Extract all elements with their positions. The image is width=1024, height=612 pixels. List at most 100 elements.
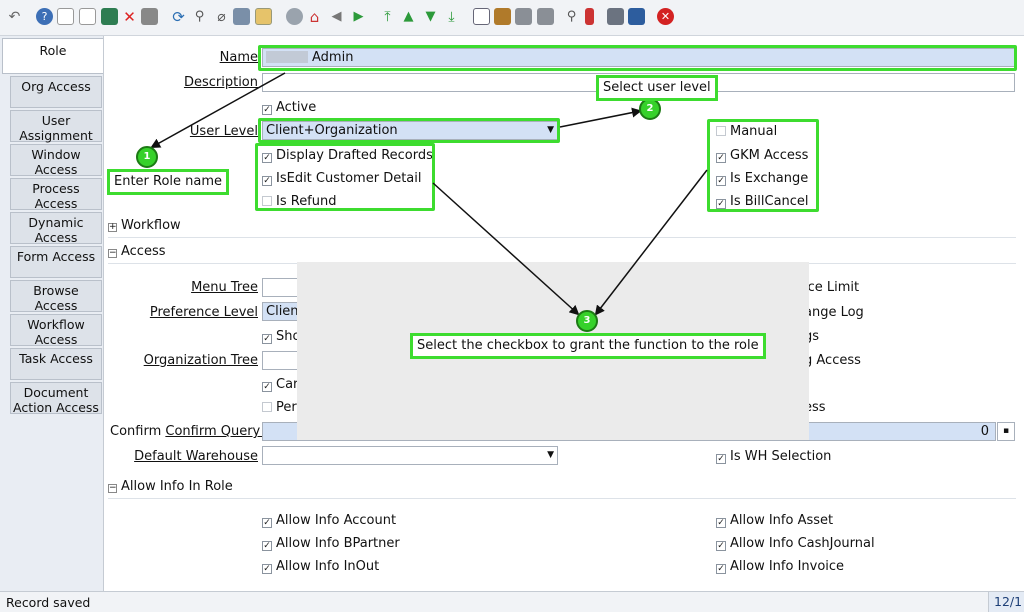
allow-info-account-checkbox[interactable]: ✓Allow Info Account [262, 513, 397, 528]
step-badge-2: 2 [639, 98, 661, 120]
tab-browse-access[interactable]: Browse Access [10, 280, 102, 313]
help-icon[interactable]: ? [36, 8, 53, 25]
checkmark-icon: ✓ [262, 176, 272, 186]
delete-icon[interactable]: ✕ [123, 7, 136, 26]
callout-select-checkbox: Select the checkbox to grant the functio… [410, 333, 766, 359]
process-icon[interactable] [607, 8, 624, 25]
checkmark-icon: ✓ [716, 153, 726, 163]
save-icon[interactable] [101, 8, 118, 25]
toolbar: ↶ ? ✕ ⟳ ⚲ ⌀ ⌂ ◀ ▶ ⤒ ▲ ▼ ⤓ ⚲ ✕ [0, 0, 1024, 36]
user-level-select[interactable]: Client+Organization▼ [262, 121, 558, 140]
status-message: Record saved [6, 595, 91, 610]
checkmark-icon: ✓ [716, 454, 726, 464]
copy-record-icon[interactable] [79, 8, 96, 25]
checkmark-icon: ✓ [262, 153, 272, 163]
collapse-icon: − [108, 248, 117, 258]
tab-dynamic-access[interactable]: Dynamic Access [10, 212, 102, 245]
log-access-label: g Access [804, 353, 861, 368]
allow-info-bpartner-checkbox[interactable]: ✓Allow Info BPartner [262, 536, 400, 551]
is-wh-selection-checkbox[interactable]: ✓Is WH Selection [716, 449, 832, 464]
allow-info-section-header[interactable]: −Allow Info In Role [108, 477, 1016, 499]
show-checkbox[interactable]: ✓Sho [262, 329, 301, 344]
default-warehouse-label: Default Warehouse [134, 449, 258, 464]
zoom-across-icon[interactable]: ⚲ [566, 9, 577, 24]
name-field[interactable]: Admin [262, 48, 1015, 67]
default-warehouse-select[interactable]: ▼ [262, 446, 558, 465]
tab-window-access[interactable]: Window Access [10, 144, 102, 177]
close-window-icon[interactable]: ✕ [657, 8, 674, 25]
tab-user-assignment[interactable]: User Assignment [10, 110, 102, 143]
tab-workflow-access[interactable]: Workflow Access [10, 314, 102, 347]
collapse-icon: − [108, 483, 117, 493]
workflow-section-header[interactable]: +Workflow [108, 216, 1016, 238]
status-bar: Record saved 12/1 [0, 591, 1024, 612]
tab-document-action-access[interactable]: Document Action Access [10, 382, 102, 415]
isedit-customer-checkbox[interactable]: ✓IsEdit Customer Detail [262, 171, 422, 186]
home-icon[interactable]: ⌂ [309, 7, 320, 26]
redacted-block [266, 51, 308, 63]
print-preview-icon[interactable] [141, 8, 158, 25]
tab-org-access[interactable]: Org Access [10, 76, 102, 108]
refresh-icon[interactable]: ⟳ [172, 7, 185, 26]
allow-info-asset-checkbox[interactable]: ✓Allow Info Asset [716, 513, 834, 528]
print-icon[interactable] [537, 8, 554, 25]
access-label-partial: ess [804, 400, 826, 415]
forward-arrow-icon[interactable]: ▶ [353, 9, 364, 24]
name-highlight [258, 45, 1017, 71]
first-record-icon[interactable]: ⤒ [384, 8, 391, 25]
expand-icon: + [108, 222, 117, 232]
is-refund-checkbox[interactable]: Is Refund [262, 194, 337, 209]
tab-panel: Role Org Access User Assignment Window A… [0, 36, 103, 591]
active-checkbox[interactable]: ✓Active [262, 100, 317, 115]
record-indicator[interactable]: 12/1 [988, 592, 1024, 612]
change-log-label: ange Log [804, 305, 864, 320]
checkmark-icon: ✓ [716, 541, 726, 551]
tab-form-access[interactable]: Form Access [10, 246, 102, 278]
is-exchange-checkbox[interactable]: ✓Is Exchange [716, 171, 809, 186]
checkmark-icon: ✓ [716, 199, 726, 209]
undo-icon[interactable]: ↶ [8, 8, 21, 25]
name-label: Name [219, 50, 258, 65]
menu-tree-label: Menu Tree [191, 280, 258, 295]
allow-info-invoice-checkbox[interactable]: ✓Allow Info Invoice [716, 559, 845, 574]
calculator-button[interactable]: ▪ [997, 422, 1015, 441]
tab-task-access[interactable]: Task Access [10, 348, 102, 380]
next-record-icon[interactable]: ▼ [425, 9, 436, 24]
display-drafted-checkbox[interactable]: ✓Display Drafted Records [262, 148, 433, 163]
per-checkbox[interactable]: Per [262, 400, 297, 415]
last-record-icon[interactable]: ⤓ [448, 8, 455, 25]
preference-level-label: Preference Level [149, 305, 258, 320]
tab-process-access[interactable]: Process Access [10, 178, 102, 211]
end-icon[interactable] [628, 8, 645, 25]
grid-toggle-icon[interactable] [255, 8, 272, 25]
manual-checkbox[interactable]: Manual [716, 124, 777, 139]
report-icon[interactable] [473, 8, 490, 25]
new-record-icon[interactable] [57, 8, 74, 25]
chevron-down-icon[interactable]: ▼ [547, 125, 554, 135]
user-level-highlight [258, 118, 560, 143]
is-billcancel-checkbox[interactable]: ✓Is BillCancel [716, 194, 809, 209]
checkmark-icon: ✓ [262, 518, 272, 528]
step-badge-1: 1 [136, 146, 158, 168]
price-limit-label: ice Limit [804, 280, 860, 295]
callout-enter-role-name: Enter Role name [107, 169, 230, 195]
attachment-icon[interactable]: ⌀ [217, 8, 226, 25]
previous-record-icon[interactable]: ▲ [403, 9, 414, 24]
access-section-header[interactable]: −Access [108, 242, 1016, 264]
can-checkbox[interactable]: ✓Car [262, 377, 299, 392]
allow-info-inout-checkbox[interactable]: ✓Allow Info InOut [262, 559, 380, 574]
checkmark-icon: ✓ [262, 334, 272, 344]
workflow-icon[interactable] [585, 8, 594, 25]
user-level-label: User Level [189, 124, 258, 139]
chevron-down-icon[interactable]: ▼ [547, 450, 554, 460]
allow-info-cashjournal-checkbox[interactable]: ✓Allow Info CashJournal [716, 536, 875, 551]
gkm-access-checkbox[interactable]: ✓GKM Access [716, 148, 809, 163]
back-arrow-icon[interactable]: ◀ [331, 9, 342, 24]
tab-role[interactable]: Role [2, 38, 103, 74]
parent-record-icon[interactable] [286, 8, 303, 25]
archived-documents-icon[interactable] [515, 8, 532, 25]
history-icon[interactable] [233, 8, 250, 25]
archive-icon[interactable] [494, 8, 511, 25]
find-icon[interactable]: ⚲ [194, 9, 205, 24]
form-content: Name Admin Description ✓Active User Leve… [103, 36, 1024, 591]
